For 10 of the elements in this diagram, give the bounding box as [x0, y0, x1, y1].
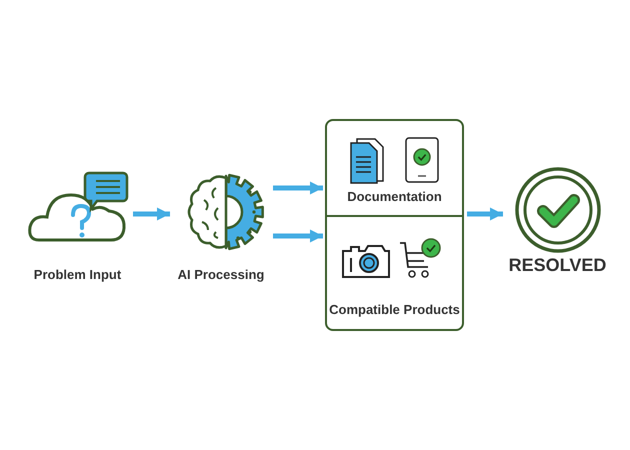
arrow — [133, 208, 170, 220]
step-label: Documentation — [346, 189, 443, 204]
panel-box — [325, 119, 464, 331]
step-label: Compatible Products — [328, 302, 461, 317]
arrow — [273, 182, 323, 194]
arrow — [273, 230, 323, 242]
step-label: AI Processing — [176, 267, 266, 282]
arrow — [467, 208, 503, 220]
step-label: Problem Input — [32, 267, 122, 282]
status-label: RESOLVED — [508, 255, 608, 276]
